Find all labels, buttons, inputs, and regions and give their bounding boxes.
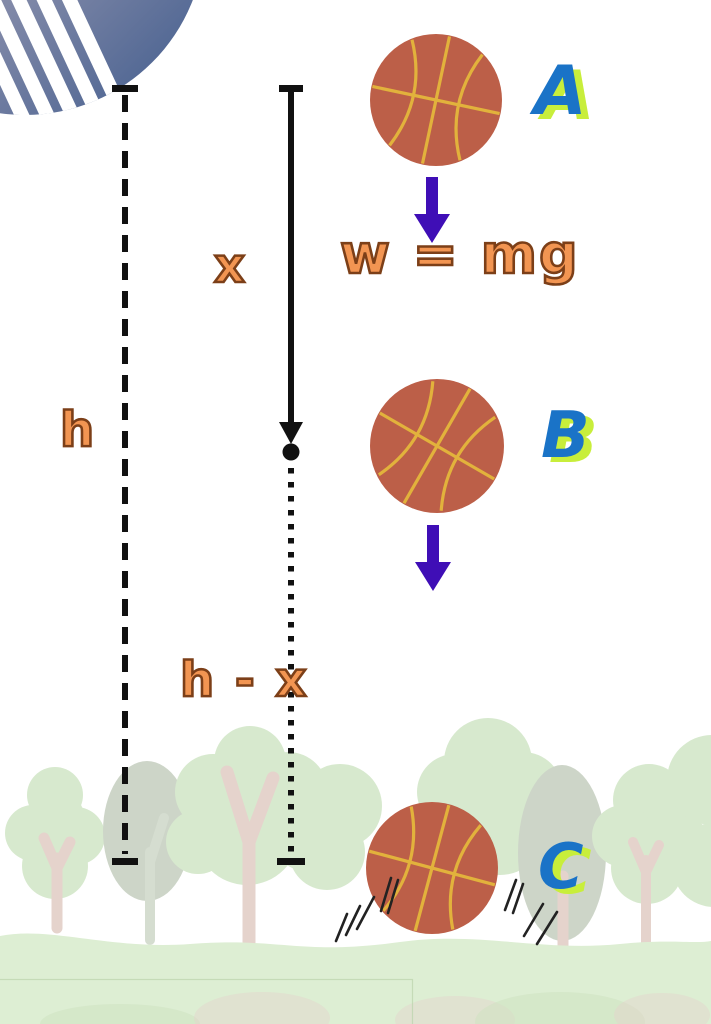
position-label-a: A xyxy=(534,52,587,131)
grass-patch xyxy=(40,1004,200,1024)
tree-cloud-edge xyxy=(667,735,711,907)
position-label-c: C xyxy=(538,830,584,903)
point-marker-dot xyxy=(282,443,300,461)
tree-cloud-left xyxy=(5,767,105,934)
height-h-label: h xyxy=(59,402,97,458)
striped-circle-decoration xyxy=(0,0,193,130)
tree-cloud-right xyxy=(592,764,706,949)
height-h-dashed-line xyxy=(112,85,138,865)
weight-arrow-b-icon xyxy=(415,525,451,591)
position-label-b: B xyxy=(541,399,590,473)
tree-oval-gray-right xyxy=(518,765,606,952)
remaining-h-x-label: h - x xyxy=(179,652,309,708)
grass-patch xyxy=(194,992,330,1024)
basketball-a-icon xyxy=(370,34,502,166)
basketball-b-icon xyxy=(370,379,504,513)
weight-formula-label: w = mg xyxy=(339,223,580,286)
grass-patch xyxy=(475,992,645,1024)
grass-patch xyxy=(614,993,710,1024)
footer-hairline xyxy=(0,978,414,1024)
distance-x-label: x xyxy=(213,238,247,294)
weight-arrow-a-icon xyxy=(414,177,450,243)
tree-cloud-mid xyxy=(289,764,382,890)
remaining-h-x-dotted-line xyxy=(277,468,305,865)
distance-x-solid-line xyxy=(279,85,303,461)
white-stripes xyxy=(0,0,143,130)
